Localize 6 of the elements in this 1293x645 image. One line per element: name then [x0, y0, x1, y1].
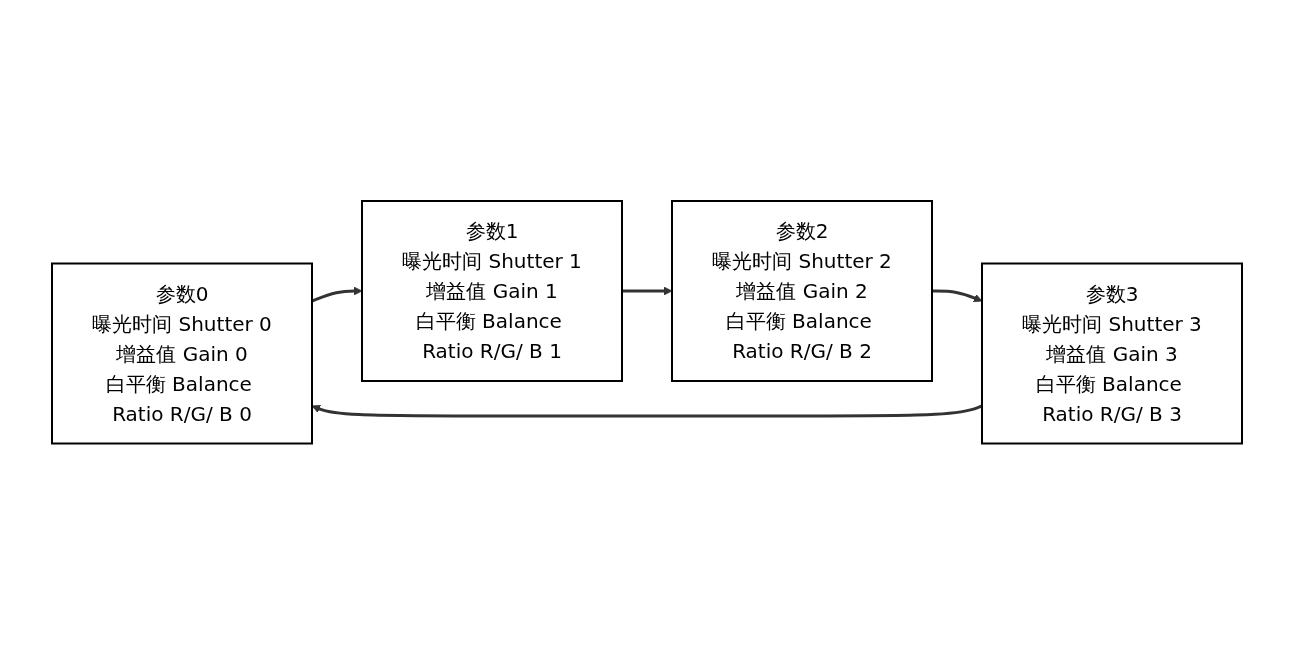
node-box: 参数2 曝光时间 Shutter 2 增益值 Gain 2 白平衡 Balance Ratio R/G/ B 2: [670, 200, 933, 383]
node-box: 参数3 曝光时间 Shutter 3 增益值 Gain 3 白平衡 Balance Ratio R/G/ B 3: [980, 262, 1243, 445]
arrow: [621, 286, 672, 296]
arrow: [931, 289, 982, 303]
node-box: 参数0 曝光时间 Shutter 0 增益值 Gain 0 白平衡 Balance Ratio R/G/ B 0: [50, 262, 313, 445]
node-box: 参数1 曝光时间 Shutter 1 增益值 Gain 1 白平衡 Balance Ratio R/G/ B 1: [360, 200, 623, 383]
